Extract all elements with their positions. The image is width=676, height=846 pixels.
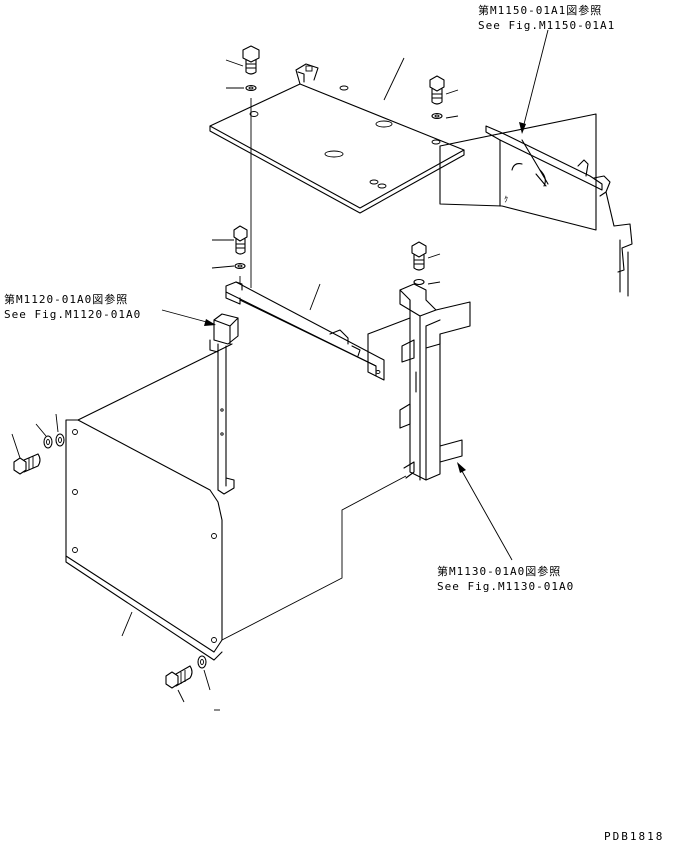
cross-bracket bbox=[225, 281, 385, 381]
ref-m1130-jp: 第M1130-01A0図参照 bbox=[437, 565, 562, 578]
left-bracket bbox=[209, 313, 239, 495]
svg-text:ｸ: ｸ bbox=[504, 195, 508, 204]
side-panel bbox=[65, 343, 407, 661]
leader-lines bbox=[11, 29, 549, 711]
bolt-middle-left bbox=[233, 225, 248, 284]
top-cover-plate bbox=[209, 63, 465, 214]
ref-m1120-en: See Fig.M1120-01A0 bbox=[4, 308, 142, 321]
bolt-top-right bbox=[429, 75, 445, 120]
bolt-middle-right bbox=[411, 241, 427, 286]
drawing-code: PDB1818 bbox=[604, 830, 665, 843]
bolt-top-left bbox=[242, 45, 260, 288]
panel-bolt-bottom bbox=[165, 655, 207, 689]
ref-m1150-jp: 第M1150-01A1図参照 bbox=[478, 4, 603, 17]
panel-bolt-left bbox=[13, 433, 65, 475]
radiator-frame-subassembly: ｸ bbox=[439, 113, 633, 297]
ref-m1120-jp: 第M1120-01A0図参照 bbox=[4, 293, 129, 306]
right-frame-post bbox=[367, 283, 471, 481]
ref-m1130-en: See Fig.M1130-01A0 bbox=[437, 580, 575, 593]
ref-m1150-en: See Fig.M1150-01A1 bbox=[478, 19, 616, 32]
